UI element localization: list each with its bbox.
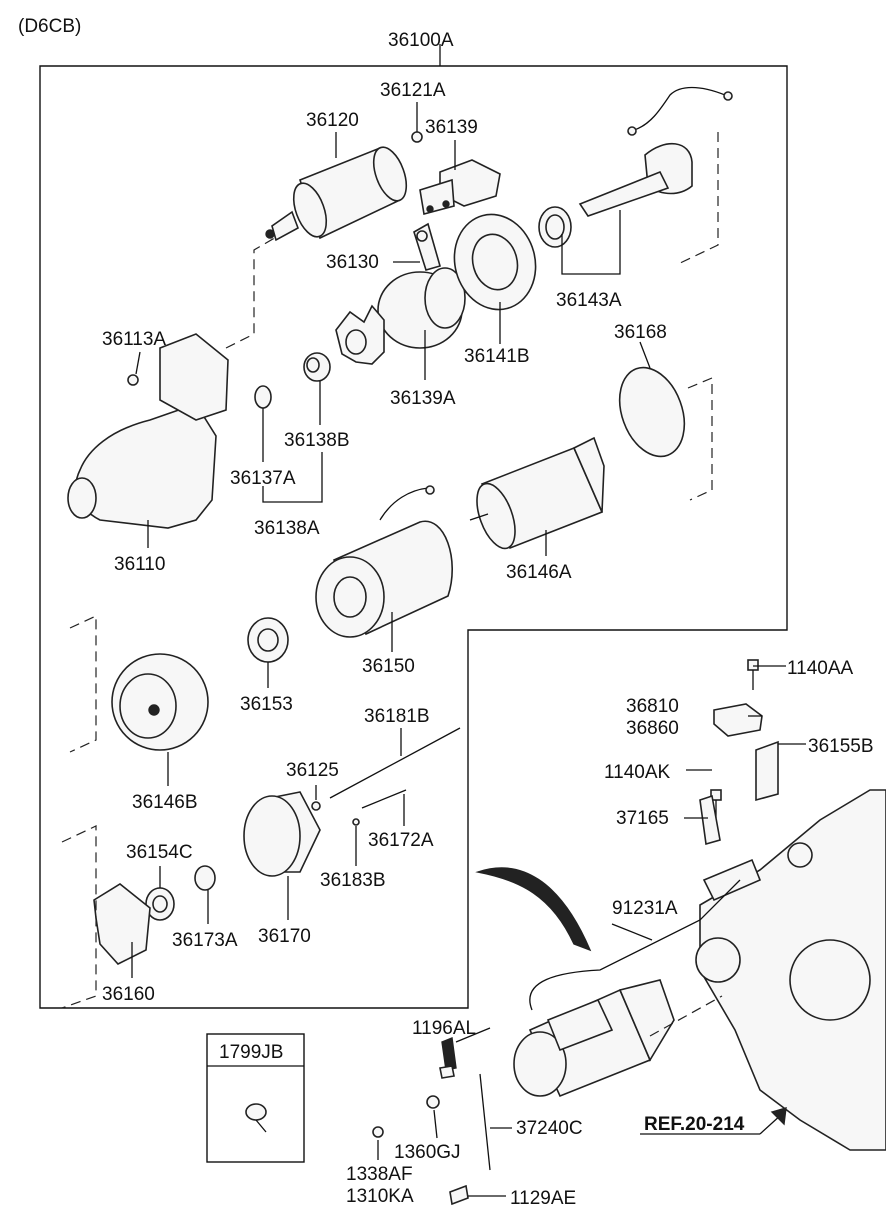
label-36810: 36810 [626, 696, 679, 717]
model-code: (D6CB) [18, 16, 81, 37]
dash-guide-starter [649, 995, 723, 1037]
label-1140AK: 1140AK [604, 762, 671, 783]
label-36170: 36170 [258, 926, 311, 947]
bracket-36155B-part[interactable] [755, 740, 779, 802]
through-bolt-36181B-part[interactable] [329, 727, 461, 799]
label-1129AE: 1129AE [510, 1188, 576, 1209]
flywheel-housing-part[interactable] [695, 789, 886, 1151]
label-36138A: 36138A [254, 518, 320, 539]
bearing-36154C-part[interactable] [145, 887, 175, 921]
label-37240C: 37240C [516, 1118, 583, 1139]
yoke-36150-part[interactable] [315, 485, 453, 638]
plate-36141B-part[interactable] [444, 205, 546, 318]
label-37165: 37165 [616, 808, 669, 829]
housing-36110-part[interactable] [67, 333, 229, 529]
nut-1196AL-part[interactable] [439, 1065, 455, 1079]
label-36110: 36110 [114, 554, 165, 575]
dash-guide-bracket [69, 615, 97, 753]
cable-37240C-part[interactable] [479, 1073, 491, 1171]
label-36146A: 36146A [506, 562, 572, 583]
label-36139A: 36139A [390, 388, 456, 409]
leader-lines [131, 102, 806, 1197]
detail-box-1799JB [206, 1033, 305, 1163]
label-36173A: 36173A [172, 930, 238, 951]
bolt-1140AA-part[interactable] [747, 659, 759, 690]
screw-36172A-part[interactable] [361, 789, 407, 809]
ring-36173A-part[interactable] [194, 865, 216, 891]
label-36121A: 36121A [380, 80, 446, 101]
label-36155B: 36155B [808, 736, 874, 757]
label-36168: 36168 [614, 322, 667, 343]
bracket-37165-part[interactable] [699, 794, 721, 846]
label-36181B: 36181B [364, 706, 430, 727]
label-36172A: 36172A [368, 830, 434, 851]
solenoid-36120-part[interactable] [265, 143, 413, 242]
bolt-1196AL-part[interactable] [441, 1037, 457, 1071]
label-91231A: 91231A [612, 898, 678, 919]
nut-1338AF-part[interactable] [372, 1126, 384, 1138]
drive-assembly-36139A-part[interactable] [335, 267, 466, 365]
label-36125: 36125 [286, 760, 339, 781]
dash-guide-oring [687, 377, 713, 501]
label-36860: 36860 [626, 718, 679, 739]
label-36154C: 36154C [126, 842, 193, 863]
bearing-36153-part[interactable] [247, 617, 289, 663]
nut-36121A-part[interactable] [411, 131, 423, 143]
ring-36137A-part[interactable] [254, 385, 272, 409]
clip-1799JB-part[interactable] [245, 1103, 267, 1133]
label-36141B: 36141B [464, 346, 530, 367]
label-36150: 36150 [362, 656, 415, 677]
bolt-1129AE-part[interactable] [449, 1184, 469, 1206]
assembly-boundary [39, 65, 788, 1009]
label-36183B: 36183B [320, 870, 386, 891]
dash-guide-housing [225, 235, 279, 349]
washer-1360GJ-part[interactable] [426, 1095, 440, 1109]
label-36138B: 36138B [284, 430, 350, 451]
washer-36125-part[interactable] [311, 801, 321, 811]
label-1360GJ: 1360GJ [394, 1142, 461, 1163]
bracket-36146B-part[interactable] [111, 653, 209, 751]
cover-36170-part[interactable] [243, 791, 321, 877]
label-1310KA: 1310KA [346, 1186, 414, 1207]
bushing-36138B-part[interactable] [303, 352, 331, 382]
part-labels: 36100A 36121A 36120 36139 36130 36143A 3… [102, 30, 874, 1209]
armature-36146A-part[interactable] [469, 436, 605, 553]
label-ref-20-214[interactable]: REF.20-214 [644, 1114, 745, 1135]
label-1338AF: 1338AF [346, 1164, 413, 1185]
nut-36113A-part[interactable] [127, 374, 139, 386]
label-36100A: 36100A [388, 30, 454, 51]
dash-guide-shaft [675, 132, 719, 266]
label-1140AA: 1140AA [787, 658, 854, 679]
label-36113A: 36113A [102, 329, 166, 350]
label-1196AL: 1196AL [412, 1018, 476, 1039]
label-36146B: 36146B [132, 792, 198, 813]
o-ring-36168-part[interactable] [608, 359, 696, 466]
contact-36139-part[interactable] [419, 159, 501, 215]
label-1799JB: 1799JB [219, 1042, 283, 1063]
wiring-91231A-part[interactable] [529, 879, 741, 1011]
label-36139: 36139 [425, 117, 478, 138]
label-36143A: 36143A [556, 290, 622, 311]
dash-guide-brush [61, 825, 97, 1009]
label-36137A: 36137A [230, 468, 296, 489]
drive-shaft-36143A-part[interactable] [538, 86, 733, 248]
washer-36183B-part[interactable] [352, 818, 360, 826]
label-36160: 36160 [102, 984, 155, 1005]
brush-holder-36160-part[interactable] [93, 883, 151, 965]
lever-36130-part[interactable] [413, 222, 441, 271]
direction-arrow-icon [475, 867, 592, 952]
relay-36810-part[interactable] [713, 703, 763, 737]
label-36153: 36153 [240, 694, 293, 715]
starter-assembly-part[interactable] [513, 979, 675, 1098]
label-36130: 36130 [326, 252, 379, 273]
label-36120: 36120 [306, 110, 359, 131]
